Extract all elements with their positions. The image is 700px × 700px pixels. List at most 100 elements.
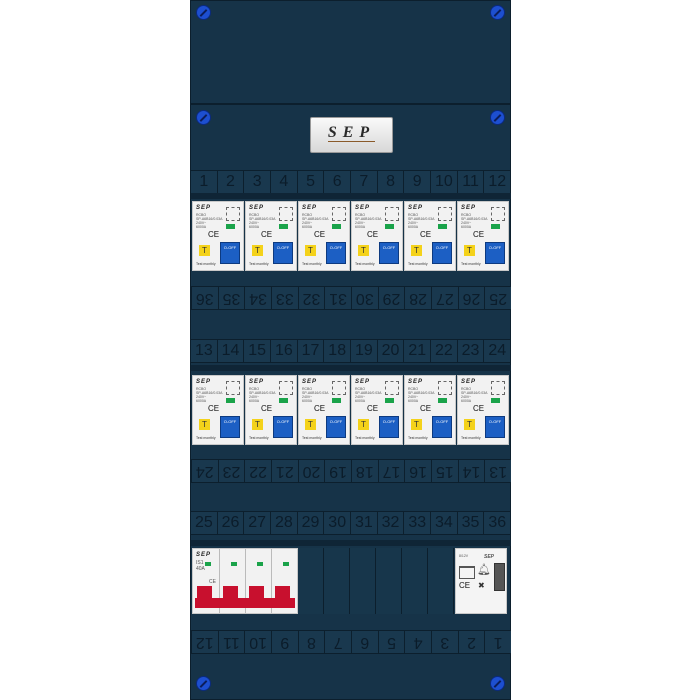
test-button[interactable]: T: [199, 245, 210, 256]
screw-icon[interactable]: [490, 5, 505, 20]
circuit-diagram-icon: [279, 381, 293, 395]
module-voltage: 240V~: [249, 395, 260, 399]
test-button[interactable]: T: [305, 245, 316, 256]
test-button[interactable]: T: [411, 419, 422, 430]
toggle-switch[interactable]: O-OFF: [379, 416, 399, 438]
test-button[interactable]: T: [252, 245, 263, 256]
module-type: RCBO: [408, 387, 419, 391]
screw-icon[interactable]: [196, 676, 211, 691]
module-type: RCBO: [249, 387, 260, 391]
slot-number: 22: [431, 340, 458, 362]
main-toggle-bar[interactable]: [195, 598, 295, 608]
test-button[interactable]: T: [464, 419, 475, 430]
pole-toggle[interactable]: [249, 586, 264, 598]
slot-number: 11: [458, 171, 485, 193]
test-button[interactable]: T: [358, 419, 369, 430]
module-model: SP-A6B16/0.03A: [461, 217, 488, 221]
module-voltage: 240V~: [302, 221, 313, 225]
pole-toggle[interactable]: [197, 586, 212, 598]
main-switch-rating: 40A: [196, 566, 205, 572]
slot-number: 28: [271, 512, 298, 534]
ce-mark: CE: [314, 404, 326, 413]
module-rating: 6000A: [249, 399, 260, 403]
test-note: Test monthly: [302, 436, 322, 440]
pole-indicator: [231, 562, 237, 566]
toggle-label: O-OFF: [435, 245, 449, 250]
slot-number: 6: [350, 631, 378, 653]
toggle-switch[interactable]: O-OFF: [432, 242, 452, 264]
toggle-switch[interactable]: O-OFF: [326, 242, 346, 264]
slot-number: 20: [297, 460, 325, 482]
slot-number: 33: [270, 287, 298, 309]
slot-number: 20: [378, 340, 405, 362]
test-note: Test monthly: [196, 262, 216, 266]
slot-number: 36: [190, 287, 218, 309]
toggle-switch[interactable]: O-OFF: [485, 416, 505, 438]
status-indicator: [279, 224, 288, 229]
slot-number: 2: [457, 631, 485, 653]
toggle-switch[interactable]: O-OFF: [432, 416, 452, 438]
toggle-switch[interactable]: O-OFF: [326, 416, 346, 438]
test-button[interactable]: T: [411, 245, 422, 256]
module-model: SP-A6B16/0.03A: [355, 391, 382, 395]
ce-mark: CE: [367, 404, 379, 413]
status-indicator: [491, 224, 500, 229]
test-button[interactable]: T: [199, 419, 210, 430]
blank-cover: [324, 548, 350, 614]
screw-icon[interactable]: [196, 5, 211, 20]
toggle-switch[interactable]: O-OFF: [220, 416, 240, 438]
screw-icon[interactable]: [196, 110, 211, 125]
ce-mark: CE: [261, 230, 273, 239]
slot-number: 14: [218, 340, 245, 362]
module-type: RCBO: [461, 213, 472, 217]
slot-number: 25: [191, 512, 218, 534]
pole-toggle[interactable]: [223, 586, 238, 598]
test-button[interactable]: T: [305, 419, 316, 430]
slot-number: 34: [431, 512, 458, 534]
test-note: Test monthly: [355, 436, 375, 440]
slot-number: 19: [351, 340, 378, 362]
ce-mark: CE: [459, 581, 471, 590]
screw-icon[interactable]: [490, 676, 505, 691]
slot-number: 16: [404, 460, 431, 482]
pole-toggle[interactable]: [275, 586, 290, 598]
module-type: RCBO: [196, 387, 207, 391]
toggle-label: O-OFF: [488, 245, 502, 250]
slot-number: 10: [431, 171, 458, 193]
test-button[interactable]: T: [252, 419, 263, 430]
toggle-switch[interactable]: O-OFF: [485, 242, 505, 264]
module-model: SP-A6B16/0.03A: [249, 217, 276, 221]
module-model: SP-A6B16/0.03A: [408, 217, 435, 221]
toggle-switch[interactable]: O-OFF: [273, 242, 293, 264]
test-button[interactable]: T: [358, 245, 369, 256]
slot-number: 12: [190, 631, 218, 653]
ce-mark: CE: [209, 579, 216, 585]
bell-icon: 🔔︎: [477, 564, 491, 576]
slot-number: 34: [244, 287, 271, 309]
toggle-switch[interactable]: O-OFF: [220, 242, 240, 264]
toggle-switch[interactable]: O-OFF: [273, 416, 293, 438]
slot-number: 4: [271, 171, 298, 193]
module-voltage: 240V~: [355, 395, 366, 399]
status-indicator: [491, 398, 500, 403]
slot-number: 1: [484, 631, 511, 653]
screw-icon[interactable]: [490, 110, 505, 125]
test-button[interactable]: T: [464, 245, 475, 256]
toggle-switch[interactable]: O-OFF: [379, 242, 399, 264]
module-logo: SEP: [461, 379, 477, 385]
module-logo: SEP: [249, 205, 265, 211]
